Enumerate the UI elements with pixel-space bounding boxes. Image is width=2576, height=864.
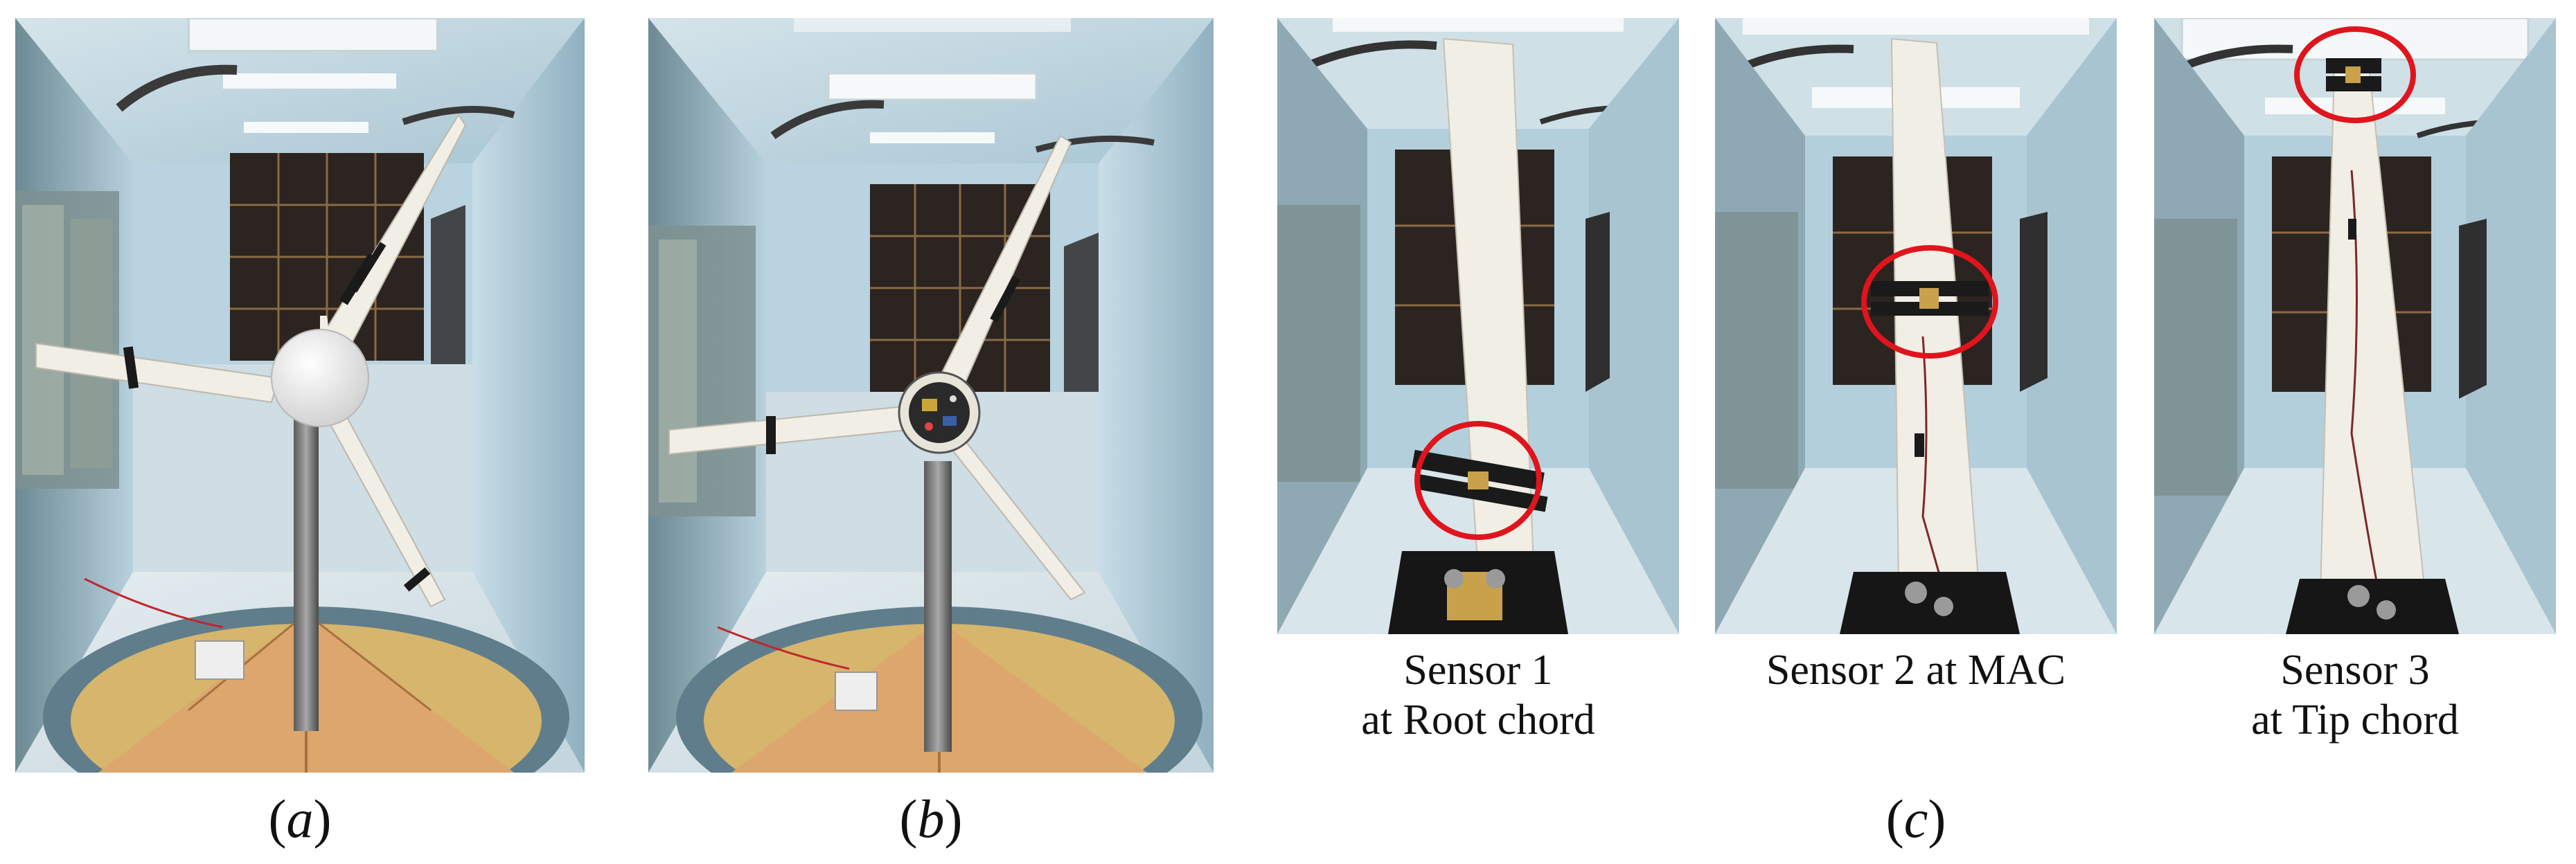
panel-label-c-open: (: [1885, 789, 1904, 849]
panel-label-a-letter: a: [286, 789, 314, 849]
panel-label-c-close: ): [1928, 789, 1946, 849]
sensor-caption-1: Sensor 1 at Root chord: [1277, 645, 1679, 745]
photo-panel-a: [15, 18, 585, 773]
sensor-caption-2: Sensor 2 at MAC: [1715, 645, 2117, 695]
panel-label-a-close: ): [313, 789, 332, 849]
panel-label-b-open: (: [899, 789, 918, 849]
panel-label-b-close: ): [944, 789, 963, 849]
sensor-photo-3: [2154, 18, 2556, 634]
panel-label-c: (c): [1847, 788, 1985, 850]
sensor-caption-2-line1: Sensor 2 at MAC: [1766, 647, 2066, 694]
panel-label-a: (a): [231, 788, 369, 850]
sensor-photo-2: [1715, 18, 2117, 634]
panel-label-b-letter: b: [917, 789, 945, 849]
sensor-caption-1-line2: at Root chord: [1361, 696, 1595, 744]
sensor-caption-3-line2: at Tip chord: [2251, 696, 2459, 744]
sensor-caption-3-line1: Sensor 3: [2280, 647, 2430, 694]
panel-label-c-letter: c: [1903, 789, 1928, 849]
sensor-caption-3: Sensor 3 at Tip chord: [2154, 645, 2556, 745]
panel-label-b: (b): [862, 788, 1000, 850]
panel-label-a-open: (: [268, 789, 287, 849]
sensor-photo-1: [1277, 18, 1679, 634]
sensor-caption-1-line1: Sensor 1: [1403, 647, 1553, 694]
photo-panel-b: [648, 18, 1214, 773]
